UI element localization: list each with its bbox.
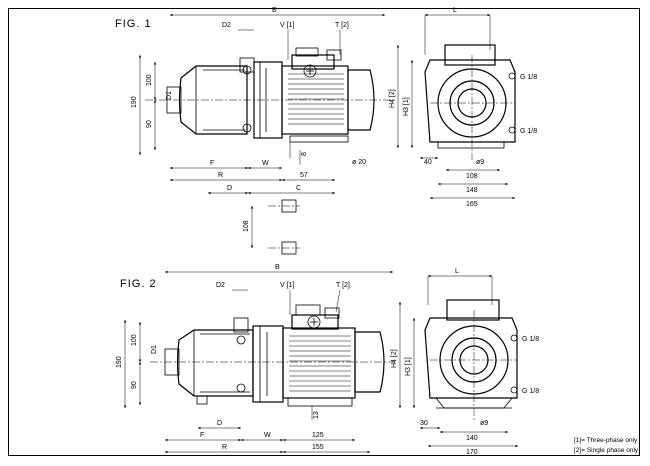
fig1-label-r: R	[218, 172, 223, 179]
fig2-pump-body	[164, 317, 284, 405]
note-three-phase: [1]= Three-phase only	[574, 437, 638, 444]
fig1-pump-casing	[178, 65, 248, 135]
fig2-label-d2: D2	[216, 282, 225, 289]
fig1-side-label-148: 148	[466, 187, 478, 194]
fig1-label-f: F	[210, 160, 214, 167]
fig1-label-190: 190	[131, 96, 138, 108]
fig1-side-label-l: L	[453, 7, 457, 14]
fig1-label-t: T [2]	[335, 22, 349, 29]
fig2-label-155: 155	[312, 444, 324, 451]
fig1-motor	[281, 47, 375, 143]
fig1-side-label-g-bottom: G 1/8	[520, 128, 537, 135]
fig2-label-100: 100	[131, 334, 138, 346]
fig2-title: FIG. 2	[120, 278, 157, 290]
fig2-label-r: R	[222, 444, 227, 451]
fig2-label-f: F	[200, 432, 204, 439]
fig2-side-label-l: L	[455, 268, 459, 275]
fig1-side-label-108: 108	[466, 173, 478, 180]
fig1-label-57: 57	[300, 172, 308, 179]
fig2-side-label-h4: H4 [2]	[391, 349, 398, 368]
fig1-label-8: 8	[301, 152, 308, 156]
fig1-label-d: D	[227, 185, 232, 192]
fig2-motor	[282, 304, 385, 407]
fig1-label-100: 100	[146, 74, 153, 86]
fig2-side-label-140: 140	[466, 435, 478, 442]
fig1-side-label-40: 40	[424, 159, 432, 166]
fig2-label-d1: D1	[151, 345, 158, 354]
fig1-label-108v: 108	[243, 220, 250, 232]
fig2-pump-casing	[176, 329, 254, 397]
fig1-side-label-g-top: G 1/8	[520, 74, 537, 81]
fig2-fan-cover	[354, 331, 385, 393]
fig2-label-190: 190	[116, 356, 123, 368]
fig1-label-90: 90	[146, 120, 153, 128]
fig2-capacitor	[307, 315, 321, 329]
fig2-discharge-port	[233, 317, 249, 333]
fig2-side-label-g-top: G 1/8	[522, 336, 539, 343]
fig1-terminal-box	[291, 54, 335, 70]
fig1-motor-fins	[288, 73, 344, 125]
fig1-label-d1: D1	[166, 91, 173, 100]
fig1-motor-base	[289, 135, 349, 143]
fig1-title: FIG. 1	[115, 18, 152, 30]
fig1-label-phi20: ø 20	[352, 159, 366, 166]
fig2-side-casing	[424, 317, 518, 399]
fig2-side-label-g-bottom: G 1/8	[522, 388, 539, 395]
fig1-side-g-plug-bottom	[508, 126, 516, 134]
fig1-side-casing	[424, 59, 516, 143]
fig1: FIG. 1 B D2 V [1] T [2] 190 100 90 D1	[115, 7, 537, 255]
fig2-label-125: 125	[312, 432, 324, 439]
note-single-phase: [2]= Single phase only	[574, 447, 639, 454]
fig1-side-view: L G 1/8 G 1/8 H4 [2] H3 [1] 40 ø9 108	[389, 7, 537, 208]
fig1-label-d2: D2	[222, 22, 231, 29]
fig1-side-terminal	[444, 44, 496, 66]
fig2-label-90: 90	[131, 381, 138, 389]
fig1-capacitor	[303, 64, 317, 78]
fig2-label-v: V [1]	[280, 282, 294, 289]
fig2-side-label-170: 170	[466, 449, 478, 456]
fig2-motor-fins	[289, 335, 351, 392]
fig2-side-label-phi9: ø9	[480, 420, 488, 427]
fig2-motor-housing	[282, 327, 356, 399]
fig2-label-d: D	[217, 420, 222, 427]
fig2-side-view: L G 1/8 G 1/8 H4 [2] H3 [1] 30 ø9 140	[391, 268, 539, 456]
fig2-label-13: 13	[313, 411, 320, 419]
fig2-label-b: B	[275, 264, 280, 271]
fig2: FIG. 2 B D2 V [1] T [2] 190 100 90 D1	[116, 264, 539, 456]
fig1-side-base	[437, 141, 505, 149]
fig1-label-b: B	[272, 7, 277, 14]
fig1-pump-body	[166, 57, 283, 139]
fig1-side-label-phi9: ø9	[476, 159, 484, 166]
fig2-side-label-h3: H3 [1]	[405, 357, 412, 376]
fig1-label-w: W	[262, 160, 269, 167]
fig1-suction-nozzle	[166, 86, 182, 114]
fig1-fan-cover	[347, 69, 375, 131]
fig1-foot-detail: 108	[243, 199, 300, 255]
fig2-label-t: T [2]	[336, 282, 350, 289]
fig2-label-w: W	[264, 432, 271, 439]
drawing-frame	[8, 8, 640, 456]
fig2-side-label-30: 30	[420, 420, 428, 427]
fig1-side-label-165: 165	[466, 201, 478, 208]
fig1-side-label-h4: H4 [2]	[389, 89, 396, 108]
fig1-label-c: C	[296, 185, 301, 192]
fig1-side-label-h3: H3 [1]	[403, 97, 410, 116]
fig1-side-g-plug-top	[508, 72, 516, 80]
fig1-label-v: V [1]	[280, 22, 294, 29]
